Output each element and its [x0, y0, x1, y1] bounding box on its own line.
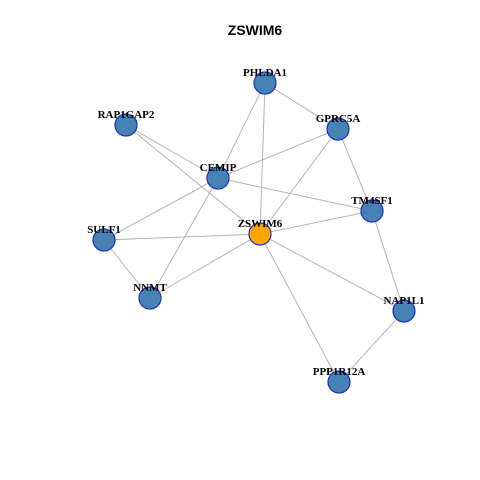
edge-zswim6-nap1l1: [259, 233, 405, 312]
edge-sulf1-zswim6: [103, 233, 261, 241]
node-label: PHLDA1: [243, 67, 287, 79]
node-label: PPP1R12A: [313, 366, 366, 378]
edge-rap1gap2-zswim6: [125, 124, 261, 235]
node-circle: [253, 71, 277, 95]
graph-title: ZSWIM6: [228, 22, 283, 38]
edge-cemip-tm4sf1: [217, 177, 373, 212]
node-circle: [326, 117, 350, 141]
edge-tm4sf1-zswim6: [259, 210, 373, 235]
edge-phlda1-zswim6: [259, 82, 266, 235]
node-tm4sf1: TM4SF1: [351, 195, 393, 223]
node-label: NNMT: [133, 282, 167, 294]
node-circle: [360, 199, 384, 223]
edge-layer: [103, 82, 405, 383]
edge-sulf1-nnmt: [103, 239, 151, 299]
edge-phlda1-gprc5a: [264, 82, 339, 130]
node-circle: [206, 166, 230, 190]
node-nap1l1: NAP1L1: [384, 295, 425, 323]
node-label: TM4SF1: [351, 195, 393, 207]
edge-cemip-nnmt: [149, 177, 219, 299]
node-label: CEMIP: [200, 162, 237, 174]
node-circle: [138, 286, 162, 310]
node-cemip: CEMIP: [200, 162, 237, 190]
edge-phlda1-cemip: [217, 82, 266, 179]
node-nnmt: NNMT: [133, 282, 167, 310]
node-phlda1: PHLDA1: [243, 67, 287, 95]
node-zswim6: ZSWIM6: [238, 218, 283, 246]
node-circle: [114, 113, 138, 137]
edge-nap1l1-ppp1r12a: [338, 310, 405, 383]
edge-gprc5a-tm4sf1: [337, 128, 373, 212]
node-label: RAP1GAP2: [98, 109, 155, 121]
edge-gprc5a-zswim6: [259, 128, 339, 235]
node-label: ZSWIM6: [238, 218, 283, 230]
edge-gprc5a-cemip: [217, 128, 339, 179]
node-label: NAP1L1: [384, 295, 425, 307]
edge-nnmt-zswim6: [149, 233, 261, 299]
node-circle: [392, 299, 416, 323]
edge-cemip-sulf1: [103, 177, 219, 241]
node-gprc5a: GPRC5A: [316, 113, 361, 141]
node-label: GPRC5A: [316, 113, 361, 125]
node-rap1gap2: RAP1GAP2: [98, 109, 155, 137]
node-circle: [92, 228, 116, 252]
node-ppp1r12a: PPP1R12A: [313, 366, 366, 394]
node-circle: [327, 370, 351, 394]
edge-zswim6-ppp1r12a: [259, 233, 340, 383]
edge-rap1gap2-cemip: [125, 124, 219, 179]
node-label: SULF1: [87, 224, 121, 236]
edge-tm4sf1-nap1l1: [371, 210, 405, 312]
node-sulf1: SULF1: [87, 224, 121, 252]
center-node-circle: [248, 222, 272, 246]
